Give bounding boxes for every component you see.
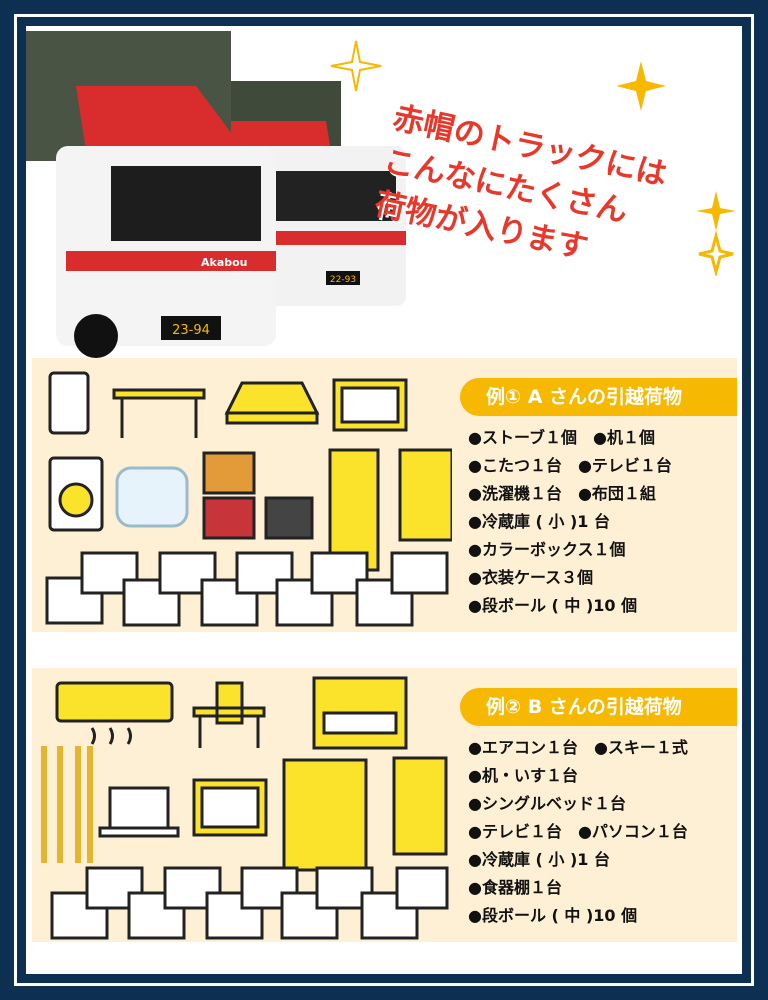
stove-icon (48, 371, 90, 435)
example-a-illustrations (45, 371, 452, 627)
fridge-icon (392, 756, 448, 856)
list-item: ●机・いす１台 (468, 766, 578, 785)
example-b-list: ●エアコン１台●スキー１式 ●机・いす１台 ●シングルベッド１台 ●テレビ１台●… (468, 734, 688, 930)
cupboard-icon (282, 758, 368, 872)
ski-icon (41, 746, 93, 863)
kotatsu-icon (224, 381, 320, 425)
list-item: ●冷蔵庫 ( 小 )1 台 (468, 850, 611, 869)
example-b-title: 例② B さんの引越荷物 (460, 688, 737, 726)
list-item: ●段ボール ( 中 )10 個 (468, 596, 638, 615)
list-item: ●こたつ１台●テレビ１台 (468, 456, 672, 475)
futon-icon (115, 466, 189, 528)
cardboard-boxes-icon (50, 866, 449, 940)
brand-logo: Akabou (201, 256, 248, 269)
list-item: ●テレビ１台●パソコン１台 (468, 822, 688, 841)
list-item: ●ストーブ１個●机１個 (468, 428, 655, 447)
list-item: ●衣装ケース３個 (468, 568, 594, 587)
list-item: ●食器棚１台 (468, 878, 562, 897)
fridge-icon (398, 448, 452, 542)
rear-plate: 22-93 (330, 275, 356, 285)
list-item: ●冷蔵庫 ( 小 )1 台 (468, 512, 611, 531)
frame-border (14, 14, 754, 986)
list-item: ●エアコン１台●スキー１式 (468, 738, 688, 757)
star-icon (616, 61, 666, 111)
front-truck: Akabou 23-94 (26, 31, 276, 358)
example-a-title: 例① A さんの引越荷物 (460, 378, 737, 416)
list-item: ●段ボール ( 中 )10 個 (468, 906, 638, 925)
example-a-list: ●ストーブ１個●机１個 ●こたつ１台●テレビ１台 ●洗濯機１台●布団１組 ●冷蔵… (468, 424, 672, 620)
desk-chair-icon (192, 681, 266, 748)
example-a-panel: 例① A さんの引越荷物 ●ストーブ１個●机１個 ●こたつ１台●テレビ１台 ●洗… (32, 358, 737, 632)
air-conditioner-icon (55, 681, 174, 723)
sparkle-icon (696, 191, 736, 276)
truck-photo: 22-93 Akabou 23-94 (26, 31, 406, 358)
list-item: ●カラーボックス１個 (468, 540, 626, 559)
front-plate: 23-94 (172, 323, 210, 338)
sparkle-icon (330, 40, 382, 92)
example-b-panel: 例② B さんの引越荷物 ●エアコン１台●スキー１式 ●机・いす１台 ●シングル… (32, 668, 737, 942)
example-b-illustrations (41, 676, 449, 940)
laptop-icon (108, 786, 170, 830)
list-item: ●洗濯機１台●布団１組 (468, 484, 656, 503)
list-item: ●シングルベッド１台 (468, 794, 626, 813)
poster: 22-93 Akabou 23-94 赤帽のトラックには こんなにたくさん 荷物… (26, 26, 742, 974)
storage-case-icon (202, 451, 256, 495)
cardboard-boxes-icon (45, 551, 449, 627)
desk-icon (112, 388, 206, 438)
